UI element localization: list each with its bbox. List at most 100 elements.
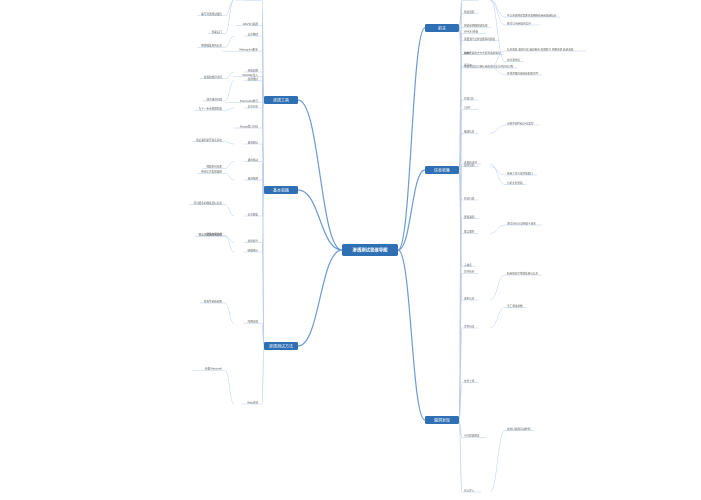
subleaf-connector: [224, 370, 235, 405]
branch-shentou[interactable]: 渗透测试方法: [264, 342, 298, 350]
subleaf-shentou-3: 抓取密码哈希: [206, 165, 222, 169]
subleaf-connector: [489, 166, 506, 176]
leaf-loudong-0: SQL注入: [464, 488, 475, 492]
leaf-shentou-4: 权限维持: [248, 77, 259, 81]
leaf-qianyan-3: 测试前明确测试范围: [464, 24, 488, 28]
leaf-loudong-8: SSRF: [464, 51, 471, 55]
leaf-loudong-4: 命令执行: [464, 270, 475, 274]
branch-label: 渗透工具: [273, 96, 289, 102]
leaf-jiben-1: 信息收集: [248, 212, 259, 216]
subleaf-xinxi-5: 绕过CDN获取真实IP: [507, 21, 531, 25]
leaf-jiben-4: 信息分析: [248, 104, 259, 108]
subleaf-connector: [489, 0, 506, 62]
branch-box[interactable]: [425, 24, 459, 32]
leaf-connector: [458, 0, 463, 29]
branch-connector: [297, 99, 343, 251]
branch-connector: [397, 249, 426, 421]
branch-label: 渗透测试方法: [269, 342, 293, 348]
subleaf-jiben-0: 确定测试范围和规则: [199, 233, 223, 237]
subleaf-connector: [224, 0, 235, 16]
subleaf-connector: [489, 124, 506, 134]
central-node-label: 渗透测试思维导图: [352, 247, 388, 254]
leaf-loudong-5: 逻辑漏洞: [464, 215, 475, 219]
subleaf-connector: [224, 236, 235, 253]
subleaf-connector: [489, 50, 506, 69]
leaf-loudong-7: CSRF: [464, 106, 471, 110]
branch-connector: [297, 189, 343, 251]
leaf-jiben-6: 信息整理: [248, 32, 259, 36]
subleaf-loudong-2: 分析业务逻辑: [507, 181, 523, 185]
subleaf-xinxi-4: 查找泄露的源码和配置文件: [507, 71, 539, 75]
branch-connector: [397, 27, 426, 251]
subleaf-shentou-1: 提权至系统权限: [204, 299, 223, 303]
leaf-shentou-3: 横向移动: [248, 158, 259, 162]
branch-box[interactable]: [425, 166, 459, 174]
branch-box[interactable]: [425, 416, 459, 424]
leaf-connector: [261, 345, 265, 405]
leaf-shentou-2: 权限提升: [248, 239, 259, 243]
branch-xinxi[interactable]: 信息收集: [425, 166, 459, 174]
branch-connector: [297, 249, 343, 347]
leaf-connector: [458, 0, 463, 421]
subleaf-connector: [224, 302, 235, 324]
subleaf-connector: [224, 35, 235, 48]
leaf-xinxi-5: 敏感信息: [464, 130, 475, 134]
subleaf-jiben-4: 为下一步渗透做准备: [199, 107, 223, 111]
subleaf-loudong-1: 手工测试参数: [507, 304, 523, 308]
branch-connector: [397, 169, 426, 251]
leaf-qianyan-0: 渗透测试是对目标系统进行安全评估的过程: [464, 64, 514, 68]
subleaf-connector: [489, 0, 506, 26]
subleaf-jiben-3: 验证漏洞是否真实存在: [196, 138, 222, 142]
branch-label: 前言: [438, 24, 446, 30]
leaf-jiben-3: 漏洞验证: [248, 140, 259, 144]
subleaf-xinxi-2: 使用工具扫描开放端口: [507, 171, 533, 175]
leaf-connector: [261, 0, 265, 191]
subleaf-shentou-2: 收集内网信息: [206, 232, 222, 236]
leaf-jiben-2: 漏洞探测: [248, 176, 259, 180]
leaf-connector: [261, 189, 265, 217]
subleaf-connector: [489, 224, 506, 234]
branch-box[interactable]: [264, 342, 298, 350]
subleaf-loudong-3: 审计源代码: [507, 58, 520, 62]
subleaf-shentou-0: 获取Webshell: [205, 367, 222, 371]
leaf-shentou-0: Web渗透: [247, 400, 258, 404]
leaf-xinxi-2: 端口服务: [464, 230, 475, 234]
branch-box[interactable]: [264, 186, 298, 194]
leaf-xinxi-1: 子域名: [464, 263, 472, 267]
leaf-xinxi-6: 旁站C段: [464, 96, 474, 100]
subleaf-connector: [489, 66, 506, 76]
subleaf-jiben-1: 尽可能多的收集目标信息: [193, 201, 222, 205]
leaf-loudong-2: 文件上传: [464, 379, 475, 383]
branch-gongju[interactable]: 渗透工具: [264, 96, 298, 104]
leaf-connector: [458, 419, 463, 493]
subleaf-xinxi-3: 识别中间件和CMS类型: [507, 121, 534, 125]
branch-box[interactable]: [264, 96, 298, 104]
leaf-qianyan-4: 测试流程: [464, 10, 475, 14]
central-node-box[interactable]: [342, 244, 398, 256]
leaf-jiben-5: 获取权限: [248, 68, 259, 72]
leaf-xinxi-7: 真实IP: [464, 63, 472, 67]
branch-label: 基本思路: [273, 186, 289, 192]
leaf-shentou-1: 内网渗透: [248, 320, 259, 324]
leaf-loudong-1: XSS跨站脚本: [464, 434, 480, 438]
subleaf-connector: [224, 235, 235, 243]
branch-loudong[interactable]: 漏洞发现: [425, 416, 459, 424]
leaf-xinxi-4: 指纹识别: [464, 163, 475, 167]
subleaf-jiben-5: 提权和维持访问: [204, 75, 223, 79]
subleaf-xinxi-0: 利用搜索引擎收集目标信息: [507, 271, 539, 275]
leaf-xinxi-0: 域名信息: [464, 296, 475, 300]
leaf-gongju-1: BurpSuite抓包: [240, 99, 258, 103]
subleaf-connector: [224, 80, 235, 102]
subleaf-loudong-0: 使用扫描器自动检测: [507, 427, 531, 431]
branch-jiben[interactable]: 基本思路: [264, 186, 298, 194]
subleaf-connector: [224, 71, 235, 79]
subleaf-shentou-4: 建立隧道代理: [206, 97, 222, 101]
subleaf-connector: [489, 430, 506, 493]
subleaf-connector: [224, 0, 235, 34]
branch-label: 信息收集: [434, 166, 450, 172]
central-node[interactable]: 渗透测试思维导图: [342, 244, 398, 256]
branch-qianyan[interactable]: 前言: [425, 24, 459, 32]
leaf-loudong-6: 未授权访问: [464, 160, 477, 164]
subleaf-connector: [224, 141, 235, 145]
